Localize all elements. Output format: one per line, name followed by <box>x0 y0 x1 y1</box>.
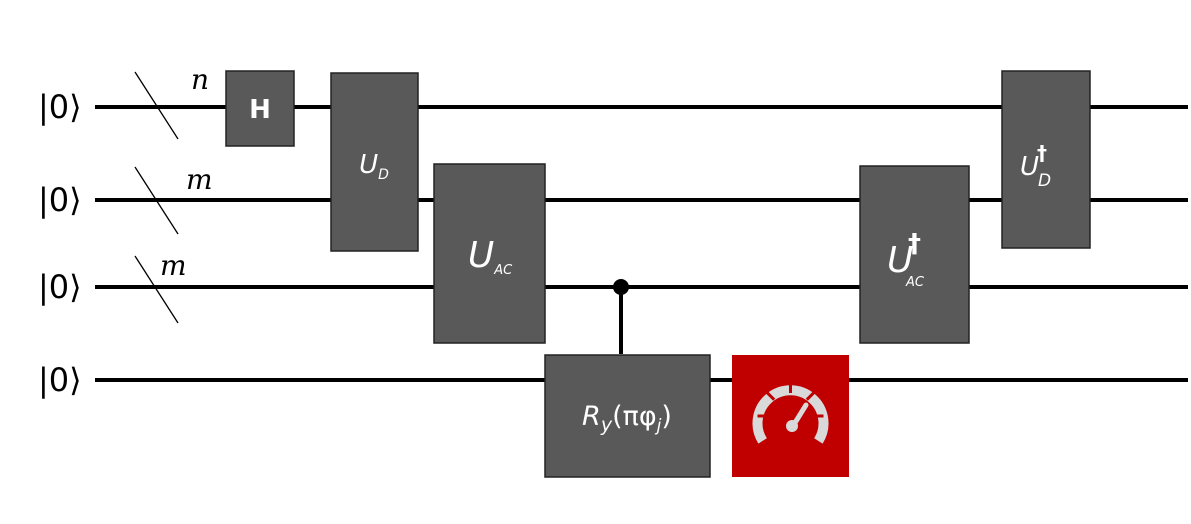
uac-dagger-main: U <box>887 240 913 281</box>
wire-3-register-slash <box>134 255 179 324</box>
ud-dagger-sub: D <box>1038 171 1051 191</box>
ud-gate-label: UD <box>359 150 389 183</box>
uac-gate: UAC <box>433 163 546 344</box>
wire-3-ket: |0⟩ <box>38 268 82 306</box>
ud-gate: UD <box>330 72 419 252</box>
wire-2-register-size: m <box>186 163 213 196</box>
hadamard-gate: H <box>225 70 295 147</box>
uac-dagger-gate: U † AC <box>859 165 970 344</box>
control-dot <box>613 279 629 295</box>
uac-dagger-sup: † <box>908 229 921 259</box>
uac-dagger-sub: AC <box>905 275 925 290</box>
speedometer-icon <box>752 383 829 444</box>
ud-dagger-gate: U † D <box>1001 70 1091 249</box>
wire-1-register-size: n <box>191 63 209 96</box>
wire-2-register-slash <box>134 166 179 235</box>
measurement-gate <box>732 355 849 477</box>
wire-2-ket: |0⟩ <box>38 181 82 219</box>
wire-1-ket: |0⟩ <box>38 88 82 126</box>
ud-dagger-main: U <box>1020 152 1039 182</box>
ry-gate-label: Ry(πφj) <box>582 401 672 436</box>
wire-4-ket: |0⟩ <box>38 361 82 399</box>
uac-gate-label: UAC <box>468 235 513 278</box>
wire-3-register-size: m <box>160 249 187 282</box>
hadamard-gate-label: H <box>249 95 271 125</box>
wire-1-register-slash <box>134 71 179 140</box>
ud-dagger-sup: † <box>1037 141 1047 165</box>
ry-gate: Ry(πφj) <box>544 354 711 478</box>
